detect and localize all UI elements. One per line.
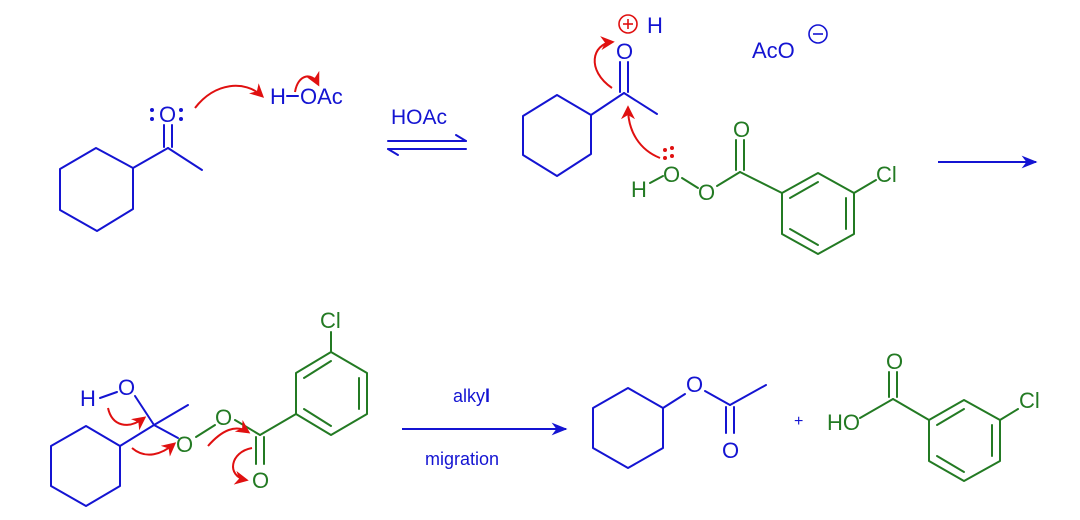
- c-methyl-bond: [153, 404, 189, 426]
- criegee-intermediate: O H O O O Cl: [50, 308, 368, 507]
- carbonyl-to-ring-bond: [892, 398, 930, 421]
- protonated-ketone: O H: [522, 13, 663, 177]
- acid-hydrogen: H: [270, 84, 286, 109]
- acetate-counterion: AcO: [752, 24, 828, 63]
- carbonyl-to-ring-bond: [259, 413, 297, 436]
- acid-hydroxyl: HO: [827, 410, 860, 435]
- curved-arrow-pi-bond: [232, 447, 253, 485]
- equilibrium-arrows: HOAc: [387, 106, 467, 156]
- carbonyl-to-ring-bond: [739, 171, 783, 194]
- lone-pair-dot: [150, 108, 154, 112]
- carbonyl-c-methyl-bond: [623, 92, 658, 115]
- curved-arrow-bond-to-o: [294, 70, 320, 93]
- benzene-ring: [928, 399, 1001, 482]
- carbonyl-oxygen: O: [252, 468, 269, 493]
- aromatic-inner-bond: [789, 181, 819, 199]
- carbonyl-c-methyl-bond: [167, 147, 203, 171]
- cyclohexane-ring: [59, 147, 134, 232]
- h-o-bond: [99, 391, 118, 399]
- migration-label-bottom: migration: [425, 449, 499, 469]
- ring-to-carbonyl-bond: [590, 92, 625, 116]
- acid-chlorine: Cl: [1019, 388, 1040, 413]
- ring-to-quaternary-carbon-bond: [119, 424, 155, 447]
- cyclohexane-ring: [522, 94, 592, 177]
- mcpba-peracid: H O O O Cl: [631, 117, 897, 255]
- curved-arrow-oo-cleavage: [207, 419, 251, 447]
- ring-to-carbonyl-bond: [132, 147, 169, 169]
- o-carbonyl-bond: [704, 390, 731, 406]
- ketone-oxygen: O: [159, 102, 176, 127]
- plus-sign: +: [794, 413, 803, 430]
- curved-arrow-pi-to-o: [593, 36, 615, 89]
- acetic-acid: H OAc: [270, 84, 343, 109]
- o-carbonyl-bond: [716, 171, 741, 187]
- cyclohexane-ring: [592, 387, 664, 469]
- curved-arrow-migration: [131, 442, 177, 457]
- hydroxyl-hydrogen: H: [80, 386, 96, 411]
- lone-pair-dot: [150, 117, 154, 121]
- h-o-bond: [649, 175, 664, 184]
- m-chlorobenzoic-acid: HO O Cl: [827, 349, 1040, 482]
- cyclohexyl-methyl-ketone: O: [59, 102, 203, 232]
- positive-charge-circle: [618, 14, 638, 34]
- o-o-bond: [195, 424, 216, 438]
- equilibrium-label: HOAc: [391, 106, 447, 129]
- peracid-hydrogen: H: [631, 177, 647, 202]
- forward-arrow-head: [455, 134, 467, 142]
- lone-pair-dot: [670, 146, 674, 150]
- peracid-oxygen-1: O: [663, 162, 680, 187]
- benzene-ring: [295, 351, 368, 436]
- aromatic-inner-bond: [936, 455, 965, 473]
- o-o-bond: [681, 177, 699, 189]
- ring-cl-bond: [999, 408, 1019, 421]
- curved-arrow-peroxide-attack: [621, 105, 661, 159]
- ester-oxygen: O: [686, 372, 703, 397]
- peracid-chlorine: Cl: [876, 162, 897, 187]
- aromatic-inner-bond: [789, 228, 819, 246]
- lone-pair-dot: [179, 108, 183, 112]
- cyclohexyl-acetate: O O: [592, 372, 767, 469]
- peroxy-oxygen-1: O: [176, 432, 193, 457]
- lone-pair-dot: [663, 148, 667, 152]
- curved-arrow-oh-to-co: [107, 407, 147, 431]
- hydroxyl-oxygen: O: [118, 375, 135, 400]
- lone-pair-dot: [670, 154, 674, 158]
- negative-charge-circle: [808, 24, 828, 44]
- aromatic-inner-bond: [936, 408, 965, 426]
- cyclohexane-ring: [50, 425, 121, 507]
- benzene-ring: [781, 172, 855, 255]
- added-proton: H: [647, 13, 663, 38]
- ring-o-bond: [662, 393, 686, 409]
- reverse-arrow-head: [387, 148, 399, 156]
- ester-carbonyl-oxygen: O: [722, 438, 739, 463]
- acid-carbonyl-oxygen: O: [886, 349, 903, 374]
- rearrangement-arrow: alkyl migration: [402, 386, 568, 469]
- ring-cl-bond: [853, 179, 877, 194]
- lone-pair-dot: [663, 156, 667, 160]
- aromatic-inner-bond: [303, 408, 332, 427]
- criegee-chlorine: Cl: [320, 308, 341, 333]
- acetate-text: AcO: [752, 38, 795, 63]
- ho-carbonyl-bond: [859, 398, 894, 419]
- curved-arrow-o-to-h: [194, 83, 265, 109]
- peracid-carbonyl-oxygen: O: [733, 117, 750, 142]
- protonated-oxygen: O: [616, 39, 633, 64]
- acid-oac: OAc: [300, 84, 343, 109]
- aromatic-inner-bond: [303, 360, 332, 379]
- c-o-peroxy-bond: [153, 424, 179, 439]
- migration-label-top: alkyl: [453, 386, 490, 406]
- lone-pair-dot: [179, 117, 183, 121]
- peroxy-oxygen-2: O: [215, 405, 232, 430]
- c-oh-bond: [134, 395, 155, 426]
- carbonyl-methyl-bond: [729, 384, 767, 406]
- peracid-oxygen-2: O: [698, 180, 715, 205]
